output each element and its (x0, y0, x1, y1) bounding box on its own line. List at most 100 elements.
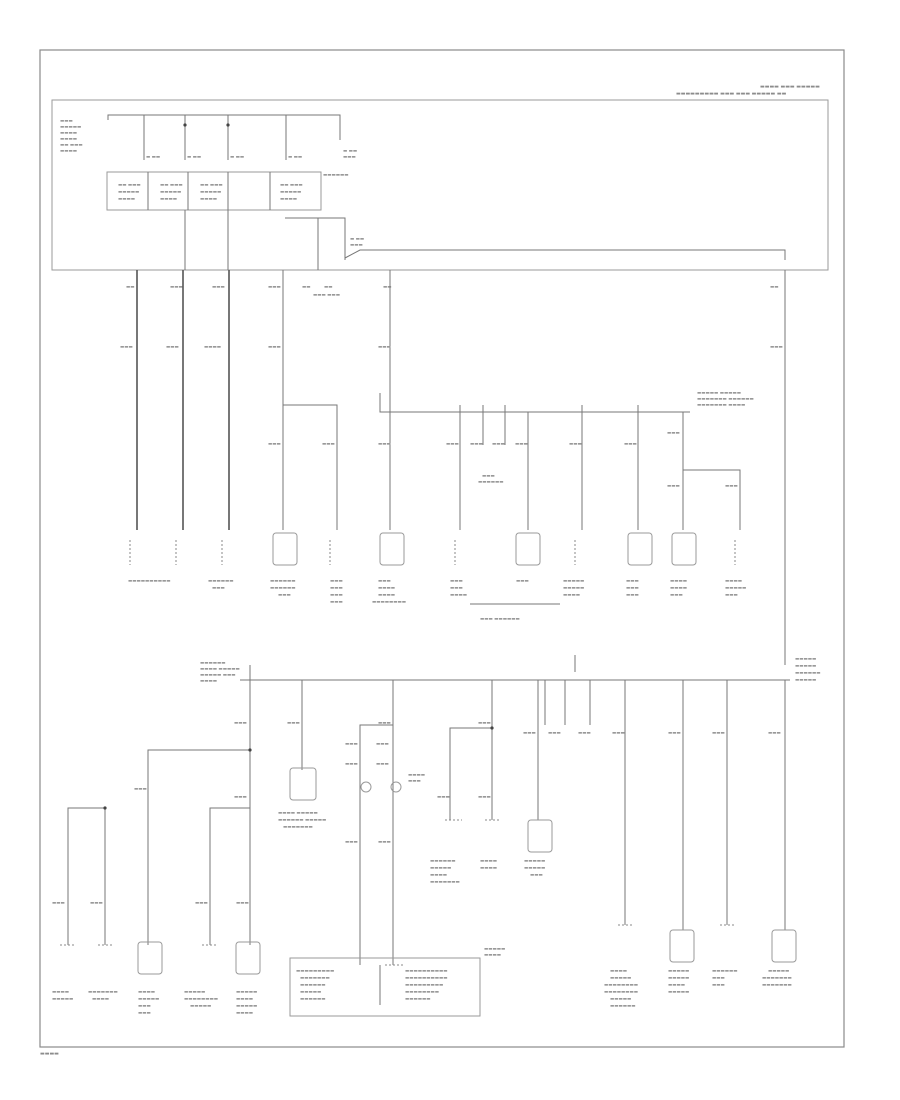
svg-text:▬▬▬▬▬▬: ▬▬▬▬▬▬ (270, 579, 296, 584)
svg-text:▬▬▬: ▬▬▬ (345, 762, 358, 767)
fuse-box-title: ▬▬▬▬ ▬▬▬ ▬▬▬▬▬ (760, 84, 820, 90)
svg-text:▬ ▬▬: ▬ ▬▬ (350, 237, 364, 242)
svg-text:▬▬▬▬: ▬▬▬▬ (92, 997, 109, 1002)
svg-text:▬▬▬▬: ▬▬▬▬ (668, 983, 685, 988)
svg-text:▬▬▬▬ ▬▬▬▬▬: ▬▬▬▬ ▬▬▬▬▬ (278, 811, 318, 816)
svg-text:▬▬▬: ▬▬▬ (330, 593, 343, 598)
svg-text:▬▬▬: ▬▬▬ (278, 593, 291, 598)
svg-text:▬▬▬: ▬▬▬ (569, 442, 582, 447)
svg-text:▬▬ ▬▬▬: ▬▬ ▬▬▬ (280, 183, 303, 188)
svg-text:▬▬: ▬▬ (126, 285, 135, 290)
svg-text:▬▬▬▬▬: ▬▬▬▬▬ (768, 969, 789, 974)
svg-text:▬▬▬▬▬▬: ▬▬▬▬▬▬ (270, 586, 296, 591)
svg-text:▬▬▬▬: ▬▬▬▬ (430, 873, 447, 878)
svg-text:▬▬▬▬▬▬▬▬▬▬: ▬▬▬▬▬▬▬▬▬▬ (405, 969, 448, 974)
svg-text:▬▬▬: ▬▬▬ (515, 442, 528, 447)
svg-text:▬▬▬: ▬▬▬ (212, 586, 225, 591)
svg-text:▬▬▬▬▬: ▬▬▬▬▬ (725, 586, 746, 591)
svg-text:▬▬▬▬▬: ▬▬▬▬▬ (610, 976, 631, 981)
svg-text:▬▬▬▬▬▬▬▬: ▬▬▬▬▬▬▬▬ (604, 983, 638, 988)
svg-text:▬▬▬▬▬▬: ▬▬▬▬▬▬ (478, 480, 504, 485)
svg-text:▬▬: ▬▬ (383, 285, 392, 290)
svg-text:▬▬: ▬▬ (302, 285, 311, 290)
svg-text:▬▬▬: ▬▬▬ (378, 721, 391, 726)
svg-text:▬▬▬▬▬: ▬▬▬▬▬ (668, 990, 689, 995)
svg-text:▬▬▬▬▬: ▬▬▬▬▬ (160, 190, 181, 195)
svg-text:▬▬▬: ▬▬▬ (330, 586, 343, 591)
svg-text:▬▬▬: ▬▬▬ (408, 779, 421, 784)
svg-text:▬▬▬▬▬: ▬▬▬▬▬ (610, 997, 631, 1002)
svg-text:▬▬▬▬: ▬▬▬▬ (484, 953, 501, 958)
svg-text:▬▬▬: ▬▬▬ (612, 731, 625, 736)
svg-text:▬▬▬▬▬▬: ▬▬▬▬▬▬ (300, 983, 326, 988)
svg-text:▬▬▬▬▬▬▬▬▬: ▬▬▬▬▬▬▬▬▬ (405, 983, 443, 988)
svg-text:▬▬▬▬: ▬▬▬▬ (60, 131, 77, 136)
svg-text:▬▬▬▬▬: ▬▬▬▬▬ (668, 969, 689, 974)
svg-text:▬▬▬▬: ▬▬▬▬ (670, 586, 687, 591)
svg-text:▬▬▬: ▬▬▬ (378, 840, 391, 845)
svg-text:▬▬▬▬▬: ▬▬▬▬▬ (190, 1004, 211, 1009)
svg-text:▬▬▬▬▬: ▬▬▬▬▬ (60, 125, 81, 130)
svg-text:▬▬▬▬▬▬▬ ▬▬▬▬▬▬: ▬▬▬▬▬▬▬ ▬▬▬▬▬▬ (697, 397, 754, 402)
svg-text:▬▬▬▬▬▬: ▬▬▬▬▬▬ (200, 661, 226, 666)
svg-text:▬▬▬: ▬▬▬ (516, 579, 529, 584)
svg-text:▬▬▬▬▬▬: ▬▬▬▬▬▬ (208, 579, 234, 584)
svg-text:▬▬▬: ▬▬▬ (378, 345, 391, 350)
svg-text:▬▬▬▬▬: ▬▬▬▬▬ (795, 664, 816, 669)
svg-text:▬▬▬▬: ▬▬▬▬ (378, 586, 395, 591)
svg-text:▬▬▬▬▬▬: ▬▬▬▬▬▬ (300, 997, 326, 1002)
svg-text:▬▬▬▬: ▬▬▬▬ (60, 149, 77, 154)
svg-text:▬▬▬: ▬▬▬ (378, 579, 391, 584)
svg-text:▬▬▬: ▬▬▬ (725, 593, 738, 598)
svg-text:▬▬▬▬▬▬▬: ▬▬▬▬▬▬▬ (300, 976, 330, 981)
svg-text:▬▬▬▬▬▬▬▬: ▬▬▬▬▬▬▬▬ (604, 990, 638, 995)
svg-text:▬▬▬▬▬: ▬▬▬▬▬ (200, 190, 221, 195)
svg-text:▬▬▬: ▬▬▬ (450, 579, 463, 584)
svg-text:▬▬▬: ▬▬▬ (667, 484, 680, 489)
svg-text:▬▬▬: ▬▬▬ (234, 721, 247, 726)
svg-text:▬▬▬▬▬▬: ▬▬▬▬▬▬ (405, 997, 431, 1002)
svg-text:▬▬▬: ▬▬▬ (437, 795, 450, 800)
svg-text:▬▬▬: ▬▬▬ (287, 721, 300, 726)
svg-text:▬▬▬▬▬: ▬▬▬▬▬ (563, 579, 584, 584)
svg-text:▬▬▬▬▬ ▬▬▬: ▬▬▬▬▬ ▬▬▬ (200, 673, 235, 678)
svg-text:▬▬▬: ▬▬▬ (195, 901, 208, 906)
svg-text:▬▬▬▬: ▬▬▬▬ (725, 579, 742, 584)
svg-text:▬▬▬: ▬▬▬ (166, 345, 179, 350)
svg-text:▬▬▬▬▬▬▬: ▬▬▬▬▬▬▬ (430, 880, 460, 885)
svg-text:▬▬▬: ▬▬▬ (376, 742, 389, 747)
svg-text:▬▬▬: ▬▬▬ (138, 1004, 151, 1009)
svg-text:▬▬▬: ▬▬▬ (90, 901, 103, 906)
svg-text:▬▬▬: ▬▬▬ (268, 285, 281, 290)
svg-text:▬▬▬▬▬: ▬▬▬▬▬ (795, 678, 816, 683)
svg-text:▬▬▬: ▬▬▬ (52, 901, 65, 906)
svg-text:▬▬▬: ▬▬▬ (134, 787, 147, 792)
svg-text:▬▬▬▬▬▬▬: ▬▬▬▬▬▬▬ (283, 825, 313, 830)
svg-text:▬▬▬▬: ▬▬▬▬ (118, 197, 135, 202)
svg-text:▬ ▬▬: ▬ ▬▬ (230, 155, 244, 160)
svg-text:▬▬▬: ▬▬▬ (768, 731, 781, 736)
svg-text:▬▬▬: ▬▬▬ (236, 901, 249, 906)
svg-text:▬▬▬▬▬▬: ▬▬▬▬▬▬ (712, 969, 738, 974)
svg-text:▬▬▬: ▬▬▬ (626, 579, 639, 584)
svg-text:▬▬▬▬▬▬▬▬: ▬▬▬▬▬▬▬▬ (184, 997, 218, 1002)
fuse-box-subtitle: ▬▬▬▬▬▬▬▬▬ ▬▬▬ ▬▬▬ ▬▬▬▬▬ ▬▬ (676, 91, 787, 97)
svg-text:▬▬▬▬: ▬▬▬▬ (200, 197, 217, 202)
svg-text:▬▬▬▬▬▬: ▬▬▬▬▬▬ (795, 671, 821, 676)
svg-text:▬▬▬▬: ▬▬▬▬ (236, 1011, 253, 1016)
svg-text:▬▬▬▬: ▬▬▬▬ (480, 859, 497, 864)
svg-text:▬▬▬: ▬▬▬ (376, 762, 389, 767)
svg-text:▬▬▬: ▬▬▬ (626, 586, 639, 591)
svg-text:▬▬▬: ▬▬▬ (343, 155, 356, 160)
svg-text:▬▬▬: ▬▬▬ (478, 721, 491, 726)
svg-text:▬▬▬▬: ▬▬▬▬ (610, 969, 627, 974)
svg-text:▬▬▬: ▬▬▬ (378, 442, 391, 447)
svg-text:▬▬▬▬▬▬▬▬▬▬: ▬▬▬▬▬▬▬▬▬▬ (128, 579, 171, 584)
svg-text:▬▬▬▬▬: ▬▬▬▬▬ (52, 997, 73, 1002)
svg-text:▬▬▬▬: ▬▬▬▬ (138, 990, 155, 995)
svg-text:▬▬▬▬▬▬: ▬▬▬▬▬▬ (430, 859, 456, 864)
svg-text:▬▬▬▬▬▬▬: ▬▬▬▬▬▬▬ (88, 990, 118, 995)
svg-text:▬▬▬: ▬▬▬ (330, 600, 343, 605)
svg-text:▬▬▬: ▬▬▬ (322, 442, 335, 447)
